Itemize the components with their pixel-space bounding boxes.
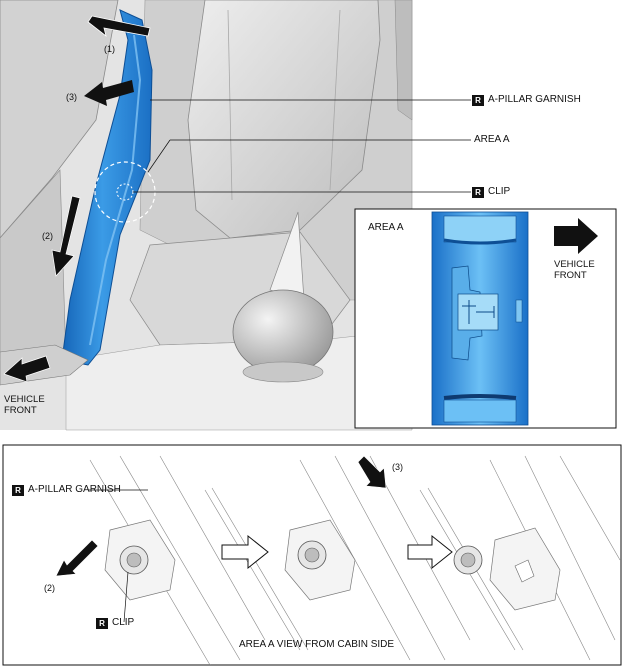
- label-step1: (1): [104, 44, 115, 54]
- bottom-caption: AREA A VIEW FROM CABIN SIDE: [239, 639, 395, 650]
- side-mirror: [232, 289, 334, 375]
- inset-arrow-vehicle-front: [554, 218, 598, 254]
- hollow-arrow-1: [221, 534, 269, 570]
- label-area-a: AREA A: [474, 134, 510, 145]
- main-illustration: [0, 0, 471, 431]
- area-leader: [147, 139, 171, 173]
- r-badge: R: [472, 186, 484, 198]
- label-step3: (3): [66, 92, 77, 102]
- arrow-step2: [51, 195, 81, 277]
- inset-title: AREA A: [368, 222, 404, 233]
- inset-area-a: [354, 208, 617, 429]
- bottom-arrow-step3: [357, 455, 387, 489]
- seat-back: [187, 0, 381, 239]
- r-badge: R: [12, 484, 24, 496]
- arrow-step3: [84, 80, 134, 106]
- arrow-step1: [87, 15, 151, 38]
- windshield: [0, 0, 119, 239]
- r-badge: R: [96, 617, 108, 629]
- r-badge: R: [472, 94, 484, 106]
- label-step2: (2): [42, 231, 53, 241]
- bottom-panel: [2, 444, 622, 666]
- bottom-arrow-step2: [55, 539, 99, 577]
- bottom-label-step3: (3): [392, 462, 403, 472]
- hollow-arrow-2: [407, 534, 453, 570]
- arrow-vehicle-front: [3, 355, 51, 383]
- bottom-label-step2: (2): [44, 583, 55, 593]
